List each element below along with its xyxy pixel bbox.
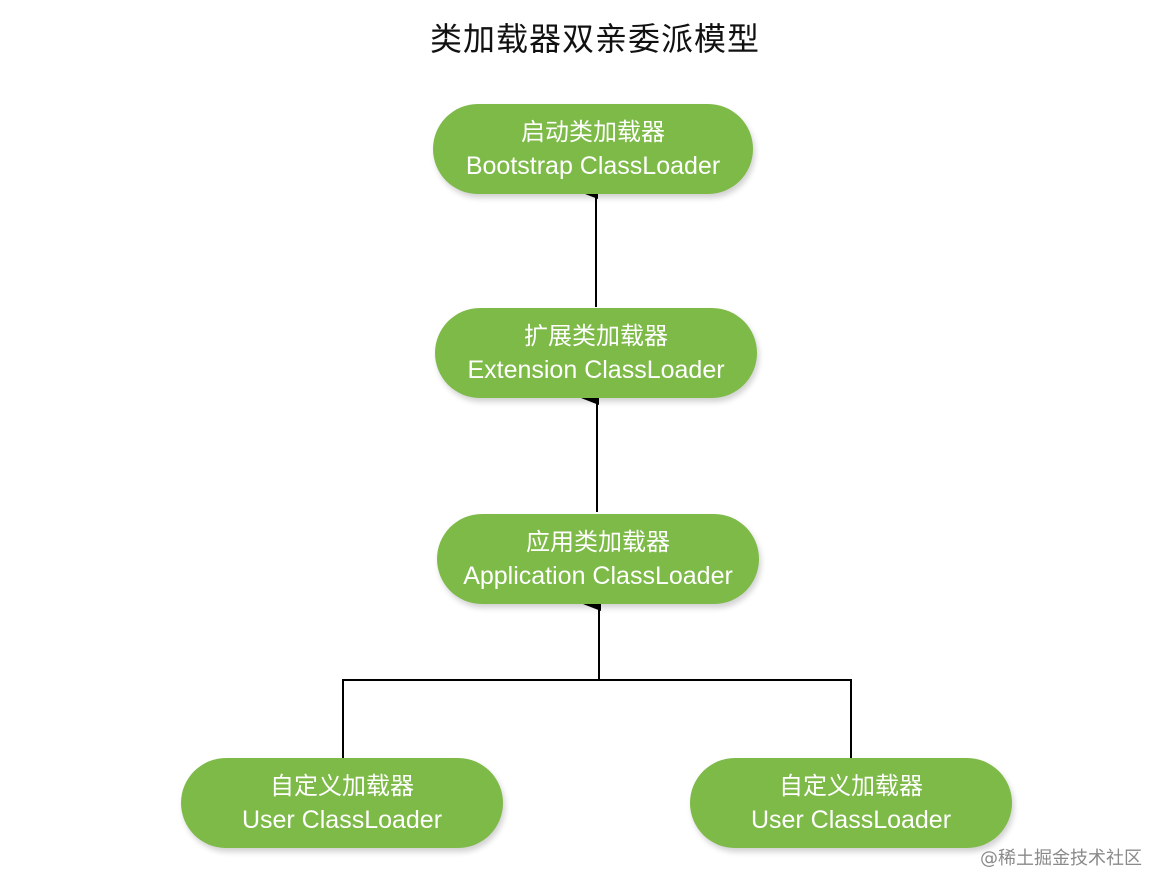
node-user-left-en-label: User ClassLoader	[241, 806, 443, 834]
node-bootstrap-cn-label: 启动类加载器	[521, 118, 665, 146]
node-bootstrap-en-label: Bootstrap ClassLoader	[465, 152, 721, 180]
node-user-right-en-label: User ClassLoader	[750, 806, 952, 834]
node-bootstrap-classloader: 启动类加载器 Bootstrap ClassLoader	[433, 104, 753, 194]
node-application-en-label: Application ClassLoader	[463, 562, 733, 590]
node-user-classloader-left: 自定义加载器 User ClassLoader	[181, 758, 503, 848]
node-user-left-cn-label: 自定义加载器	[270, 772, 414, 800]
node-extension-cn-label: 扩展类加载器	[524, 322, 668, 350]
node-extension-en-label: Extension ClassLoader	[467, 356, 725, 384]
edge-user-right-to-application	[599, 679, 852, 758]
edge-user-left-to-application	[342, 679, 599, 758]
node-extension-classloader: 扩展类加载器 Extension ClassLoader	[435, 308, 757, 398]
node-application-cn-label: 应用类加载器	[526, 528, 670, 556]
diagram-title: 类加载器双亲委派模型	[429, 20, 760, 58]
node-application-classloader: 应用类加载器 Application ClassLoader	[437, 514, 759, 604]
node-user-classloader-right: 自定义加载器 User ClassLoader	[690, 758, 1012, 848]
watermark: @稀土掘金技术社区	[980, 848, 1142, 869]
node-user-right-cn-label: 自定义加载器	[779, 772, 923, 800]
